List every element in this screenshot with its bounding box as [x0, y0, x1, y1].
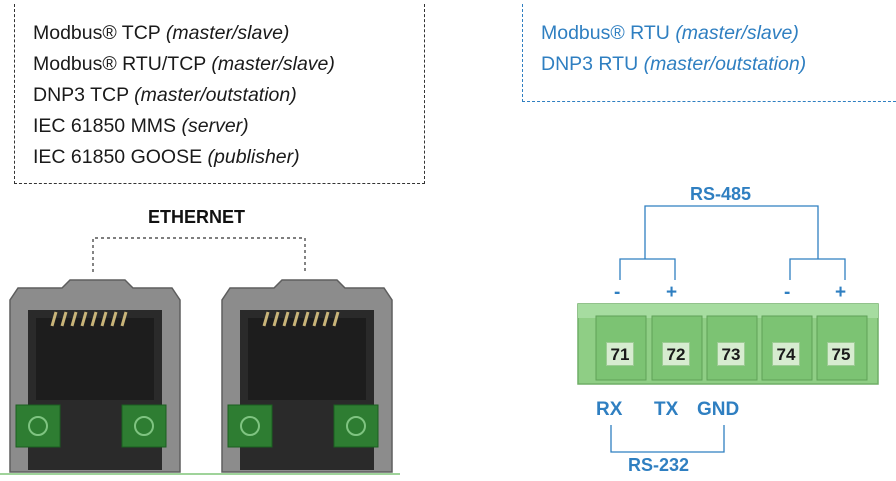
led-icon — [333, 404, 379, 448]
serial-protocols-box — [522, 4, 896, 102]
rs232-label: RS-232 — [628, 455, 690, 475]
rj45-port-2 — [221, 279, 393, 473]
ethernet-bracket — [92, 237, 306, 272]
rs485-plus-label: + — [835, 282, 847, 303]
ethernet-label: ETHERNET — [148, 207, 246, 227]
rs485-plus-label: + — [666, 282, 678, 303]
rs232-rx-label: RX — [596, 399, 623, 420]
rs232-gnd-label: GND — [697, 399, 740, 420]
rj45-port-1 — [9, 279, 181, 473]
ethernet-protocol-list: Modbus® TCP (master/slave) Modbus® RTU/T… — [33, 18, 335, 173]
serial-protocol-list: Modbus® RTU (master/slave) DNP3 RTU (mas… — [541, 18, 806, 80]
rs232-bracket — [610, 425, 725, 453]
terminal-71: 71 — [606, 342, 634, 366]
serial-protocol-item: Modbus® RTU (master/slave) — [541, 22, 799, 44]
rs485-minus-label: - — [614, 282, 621, 303]
ethernet-protocol-item: Modbus® RTU/TCP (master/slave) — [33, 53, 335, 75]
terminal-74: 74 — [772, 342, 800, 366]
serial-protocol-item: DNP3 RTU (master/outstation) — [541, 53, 807, 75]
ethernet-protocol-item: IEC 61850 GOOSE (publisher) — [33, 146, 300, 168]
led-icon — [227, 404, 273, 448]
rs485-label: RS-485 — [690, 184, 752, 204]
rs485-bracket — [619, 205, 846, 280]
ethernet-protocols-box — [14, 4, 425, 184]
terminal-75: 75 — [827, 342, 855, 366]
rs232-tx-label: TX — [654, 399, 679, 420]
led-icon — [121, 404, 167, 448]
ethernet-protocol-item: IEC 61850 MMS (server) — [33, 115, 249, 137]
led-icon — [15, 404, 61, 448]
ethernet-protocol-item: Modbus® TCP (master/slave) — [33, 22, 290, 44]
ethernet-protocol-item: DNP3 TCP (master/outstation) — [33, 84, 297, 106]
terminal-72: 72 — [662, 342, 690, 366]
terminal-73: 73 — [717, 342, 745, 366]
rs485-minus-label: - — [784, 282, 791, 303]
